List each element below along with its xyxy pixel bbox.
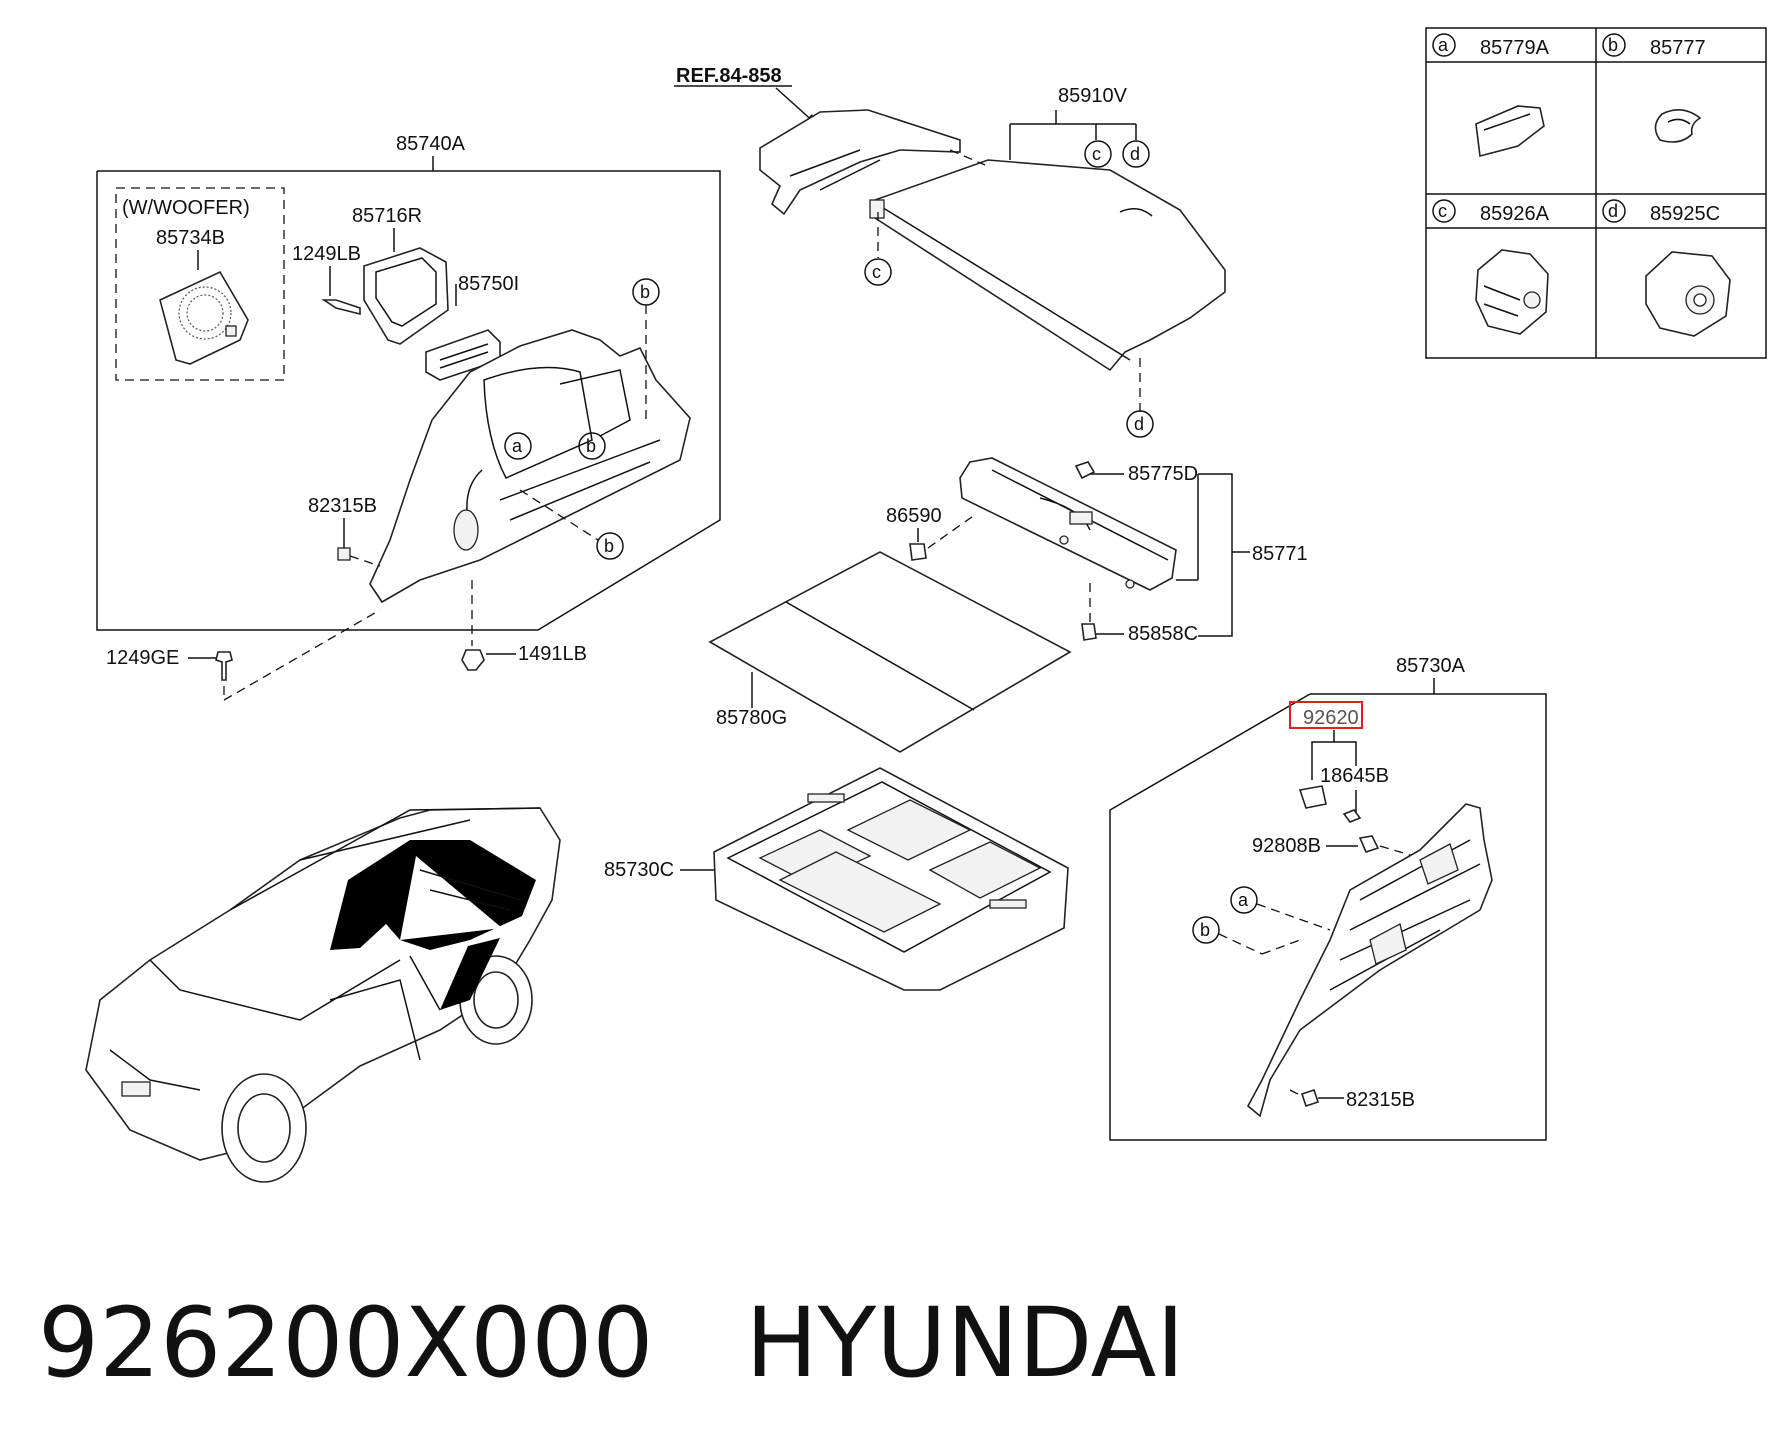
highlight-92620-box [1289, 701, 1363, 729]
part-82315B-right-label[interactable]: 82315B [1346, 1089, 1415, 1111]
part-85771-label[interactable]: 85771 [1252, 543, 1308, 565]
callout-b-left-1 [578, 432, 606, 460]
legend-c-letter: c [1438, 201, 1447, 221]
legend-a-letter: a [1438, 35, 1449, 55]
part-1249LB-label[interactable]: 1249LB [292, 243, 361, 265]
footer-brand[interactable]: HYUNDAI [745, 1287, 1185, 1399]
part-85716R-label[interactable]: 85716R [352, 205, 422, 227]
part-85730A-label[interactable]: 85730A [1396, 655, 1466, 677]
legend-d-letter: d [1608, 201, 1618, 221]
ref-84-858-label[interactable]: REF.84-858 [676, 65, 782, 87]
clip-82315B-right[interactable] [1300, 1088, 1320, 1108]
cargo-cover-85910V[interactable] [874, 159, 1226, 372]
callout-d-cover [1126, 410, 1154, 438]
luggage-mat-85780G[interactable] [708, 551, 1072, 753]
legend-part-85925C[interactable]: 85925C [1650, 203, 1720, 225]
part-85740A-label[interactable]: 85740A [396, 133, 466, 155]
legend-part-85779A[interactable]: 85779A [1480, 37, 1550, 59]
rh-trim-group: 85730A 92620 18645B 92808B a b 82315B [1109, 655, 1547, 1141]
part-85750I-label[interactable]: 85750I [458, 273, 519, 295]
callout-b-right-text: b [1200, 920, 1210, 940]
woofer-option-box [115, 187, 285, 381]
callout-b-left-1-text: b [586, 436, 596, 456]
callout-c-cover-text: c [872, 262, 881, 282]
legend-b-letter: b [1608, 35, 1618, 55]
clip-82315B-left[interactable] [337, 547, 351, 561]
part-85858C-label[interactable]: 85858C [1128, 623, 1198, 645]
legend-drawings [1475, 105, 1731, 337]
cover-92808B[interactable] [1358, 835, 1380, 853]
legend-part-85926A-drawing[interactable] [1475, 249, 1549, 335]
part-1249GE-label[interactable]: 1249GE [106, 647, 179, 669]
part-1491LB-label[interactable]: 1491LB [518, 643, 587, 665]
legend-d-circle [1602, 199, 1626, 223]
woofer-label[interactable]: (W/WOOFER) [122, 197, 250, 219]
callout-b-left-2-text: b [640, 282, 650, 302]
cargo-cover-group: 85910V c d c d [864, 85, 1226, 438]
callout-a-right-text: a [1238, 890, 1249, 910]
vehicle-locator [85, 807, 561, 1183]
part-85780G-label[interactable]: 85780G [716, 707, 787, 729]
part-92808B-label[interactable]: 92808B [1252, 835, 1321, 857]
legend-a-circle [1432, 33, 1456, 57]
callout-b-left-3 [596, 532, 624, 560]
footer: 926200X000 HYUNDAI [38, 1288, 1185, 1398]
quarter-trim-main[interactable] [369, 329, 691, 604]
screw-1249GE[interactable] [215, 651, 233, 681]
callout-b-right [1192, 916, 1220, 944]
footer-part-number[interactable]: 926200X000 [38, 1287, 654, 1399]
legend-part-85777[interactable]: 85777 [1650, 37, 1706, 59]
callout-c-cover [864, 258, 892, 286]
part-85910V-label[interactable]: 85910V [1058, 85, 1128, 107]
upper-pillar-trim[interactable] [759, 109, 961, 216]
speaker-box-85716R[interactable] [363, 247, 449, 345]
part-18645B-label[interactable]: 18645B [1320, 765, 1389, 787]
clip-85858C[interactable] [1081, 623, 1097, 641]
legend-part-85779A-drawing[interactable] [1475, 105, 1545, 158]
clip-85775D[interactable] [1074, 461, 1096, 480]
woofer-grille-85734B[interactable] [159, 270, 249, 365]
legend-c-circle [1432, 199, 1456, 223]
ref-84-858-group: REF.84-858 [674, 65, 961, 216]
legend-table: a 85779A b 85777 c 85926A d 85925C [1425, 27, 1767, 359]
callout-d-top [1122, 140, 1150, 168]
luggage-floor-group: 85775D 85771 85858C 86590 85780G 85730C [604, 457, 1308, 991]
legend-b-circle [1602, 33, 1626, 57]
luggage-side-trim-group: 85740A (W/WOOFER) 85734B 85716R 1249LB 8… [96, 133, 721, 701]
clip-1491LB[interactable] [461, 649, 485, 671]
callout-d-top-text: d [1130, 144, 1140, 164]
callout-c-top-text: c [1092, 144, 1101, 164]
part-92620-label[interactable]: 92620 [1303, 707, 1359, 729]
floor-cover-85771[interactable] [959, 457, 1177, 591]
callout-a-left-text: a [512, 436, 523, 456]
part-82315B-left-label[interactable]: 82315B [308, 495, 377, 517]
part-85734B-label[interactable]: 85734B [156, 227, 225, 249]
legend-part-85926A[interactable]: 85926A [1480, 203, 1550, 225]
bulb-18645B[interactable] [1342, 809, 1362, 823]
callout-d-cover-text: d [1134, 414, 1144, 434]
callout-a-left [504, 432, 532, 460]
part-85730C-label[interactable]: 85730C [604, 859, 674, 881]
lamp-92620[interactable] [1298, 785, 1327, 809]
screw-1249LB[interactable] [321, 299, 361, 316]
callout-a-right [1230, 886, 1258, 914]
part-85775D-label[interactable]: 85775D [1128, 463, 1198, 485]
part-86590-label[interactable]: 86590 [886, 505, 942, 527]
legend-part-85777-drawing[interactable] [1654, 109, 1702, 143]
plug-86590[interactable] [909, 543, 927, 561]
callout-b-left-3-text: b [604, 536, 614, 556]
callout-c-top [1084, 140, 1112, 168]
